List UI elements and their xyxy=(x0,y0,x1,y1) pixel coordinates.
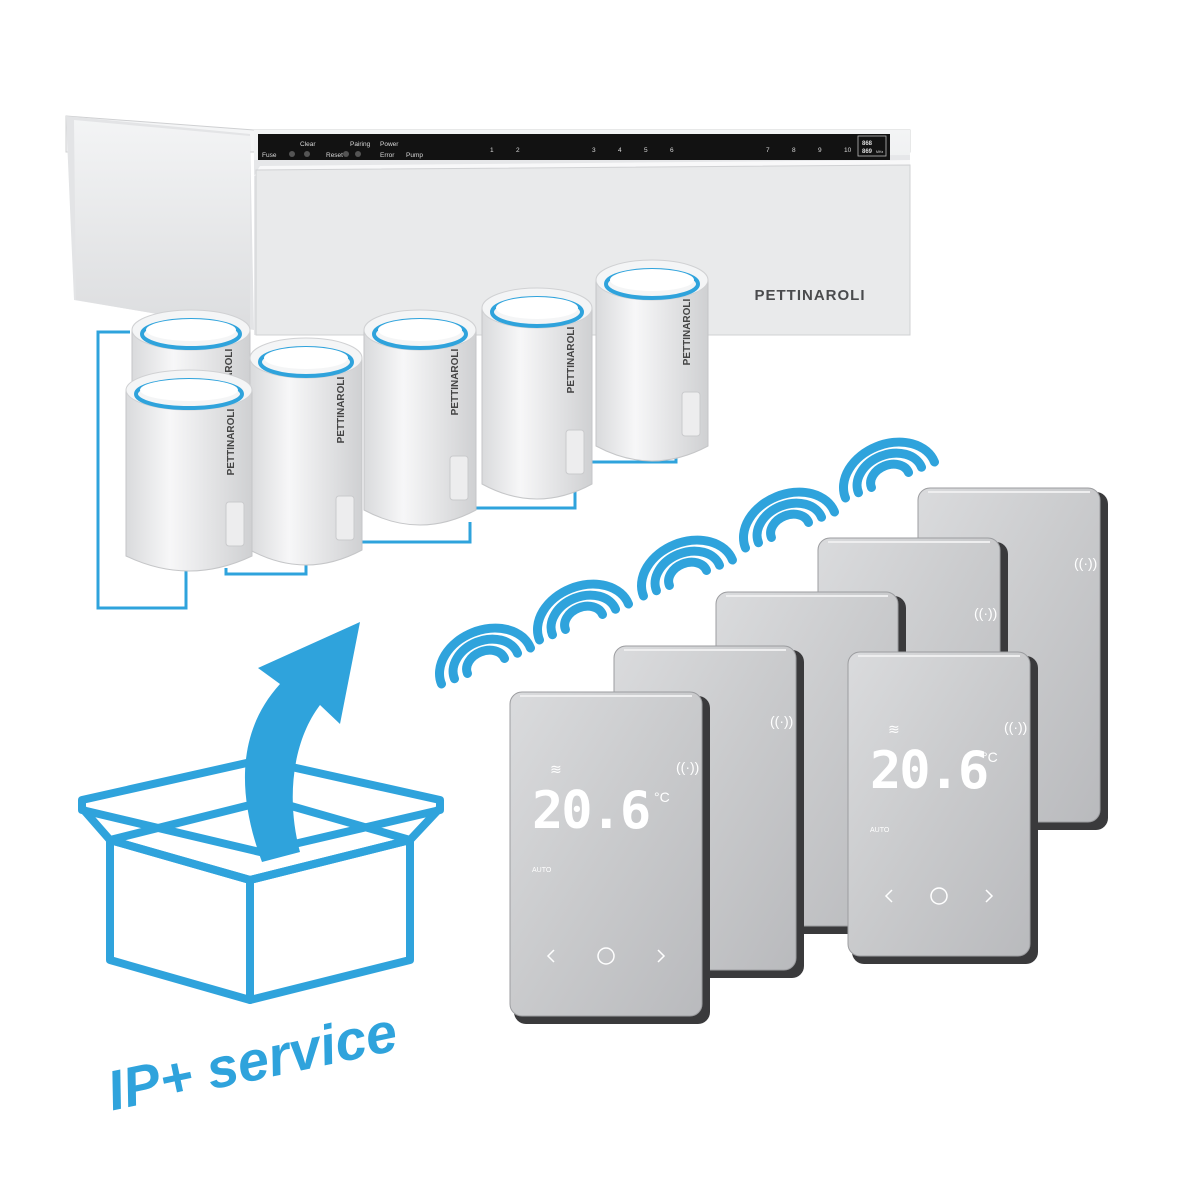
zone-label-10: 10 xyxy=(844,147,852,154)
actuator: PETTINAROLI xyxy=(363,309,477,526)
wireless-wave xyxy=(739,487,840,553)
actuator-brand: PETTINAROLI xyxy=(566,326,577,393)
actuators: PETTINAROLI PETTINAROLI PETTINAROLI PETTINA… xyxy=(125,259,709,572)
frequency-badge: 868 869 MHz xyxy=(857,135,887,157)
zone-label-2: 2 xyxy=(516,147,520,154)
freq-top: 868 xyxy=(862,141,873,147)
heating-icon: ≋ xyxy=(550,761,562,777)
led-label-reset: Reset xyxy=(326,152,343,159)
center-button[interactable] xyxy=(597,947,615,965)
zone-label-6: 6 xyxy=(670,147,674,154)
center-button[interactable] xyxy=(930,887,948,905)
actuator: PETTINAROLI xyxy=(249,337,363,566)
brand-logo: PETTINAROLI xyxy=(755,287,866,304)
wireless-signal-icon: ((·)) xyxy=(974,605,997,621)
temperature-display: 20.6 xyxy=(532,781,649,841)
thermostat: ((·)) ≋ 20.6°C AUTO xyxy=(847,651,1038,964)
wireless-signal-icon: ((·)) xyxy=(1004,719,1027,735)
right-arrow-button[interactable] xyxy=(657,949,666,963)
led-label-pump: Pump xyxy=(406,152,423,159)
actuator-brand: PETTINAROLI xyxy=(682,298,693,365)
led-strip xyxy=(258,134,890,160)
service-text: IP+ service xyxy=(101,1000,402,1123)
arrow-up-icon xyxy=(244,622,360,862)
led-labels: Fuse Clear Reset Pairing Power Error Pum… xyxy=(262,141,423,159)
actuator: PETTINAROLI xyxy=(125,369,253,572)
left-arrow-button[interactable] xyxy=(884,889,893,903)
temperature-unit: °C xyxy=(982,749,998,765)
led-dots xyxy=(289,151,361,157)
led-label-fuse: Fuse xyxy=(262,152,277,159)
wireless-wave xyxy=(435,623,536,689)
zone-label-3: 3 xyxy=(592,147,596,154)
wireless-wave xyxy=(637,535,738,601)
actuator: PETTINAROLI xyxy=(595,259,709,462)
service-badge: IP+ service xyxy=(78,622,444,1123)
mode-label: AUTO xyxy=(870,827,890,834)
wireless-signal-icon: ((·)) xyxy=(1074,555,1097,571)
zone-label-9: 9 xyxy=(818,147,822,154)
temperature-display: 20.6 xyxy=(870,741,987,801)
led-label-clear: Clear xyxy=(300,141,316,148)
wireless-signal-waves xyxy=(435,437,940,689)
heating-icon: ≋ xyxy=(888,721,900,737)
actuator-brand: PETTINAROLI xyxy=(450,348,461,415)
zone-label-7: 7 xyxy=(766,147,770,154)
led-label-pairing: Pairing xyxy=(350,141,371,148)
right-arrow-button[interactable] xyxy=(985,889,994,903)
temperature-unit: °C xyxy=(654,789,670,805)
actuator: PETTINAROLI xyxy=(481,287,593,500)
wireless-wave xyxy=(533,579,634,645)
led-label-error: Error xyxy=(380,152,395,159)
thermostat: ((·)) ≋ 20.6 °C AUTO xyxy=(509,691,710,1024)
actuator-brand: PETTINAROLI xyxy=(336,376,347,443)
wireless-signal-icon: ((·)) xyxy=(770,713,793,729)
wiring-controller: PETTINAROLI xyxy=(65,115,911,336)
zone-label-5: 5 xyxy=(644,147,648,154)
freq-unit: MHz xyxy=(876,150,883,154)
zone-labels: 1 2 3 4 5 6 7 8 9 10 xyxy=(490,147,852,154)
mode-label: AUTO xyxy=(532,867,552,874)
zone-label-1: 1 xyxy=(490,147,494,154)
thermostats: ((·))((·))((·))((·))((·))≋20.6°CAUTO((·)… xyxy=(509,487,1108,1024)
wireless-wave xyxy=(839,437,940,503)
led-label-power: Power xyxy=(380,141,399,148)
zone-label-4: 4 xyxy=(618,147,622,154)
left-arrow-button[interactable] xyxy=(546,949,555,963)
freq-bottom: 869 xyxy=(862,149,873,155)
zone-label-8: 8 xyxy=(792,147,796,154)
wireless-signal-icon: ((·)) xyxy=(676,759,699,775)
actuator-brand: PETTINAROLI xyxy=(226,408,237,475)
